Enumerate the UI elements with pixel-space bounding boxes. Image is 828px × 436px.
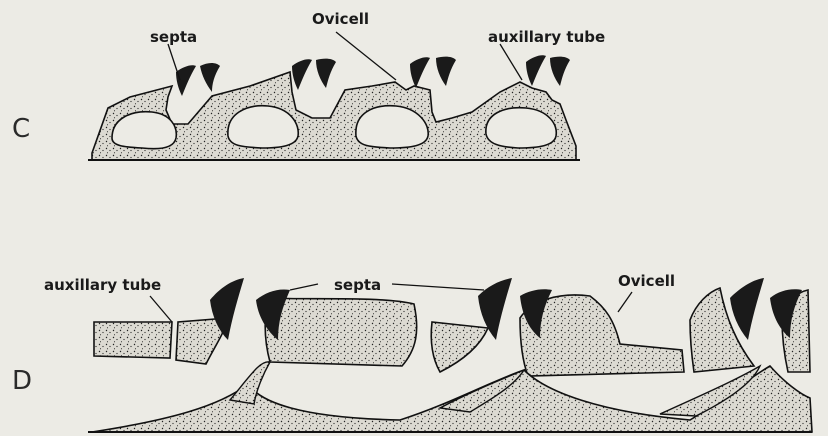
- panel-c-septum: [550, 57, 570, 86]
- leader-d-septa-left: [290, 284, 318, 290]
- panel-c-septum: [200, 63, 220, 92]
- panel-c-leaders: [168, 32, 522, 80]
- leader-d-auxillary-tube: [150, 296, 172, 322]
- leader-d-ovicell: [618, 292, 632, 312]
- panel-d-colony: [88, 278, 812, 432]
- annotation-d-septa: septa: [334, 276, 381, 294]
- leader-c-auxillary-tube: [500, 44, 522, 80]
- annotation-c-ovicell: Ovicell: [312, 10, 369, 28]
- panel-d-label: D: [12, 366, 32, 396]
- panel-c-septum: [292, 59, 312, 90]
- panel-d-block-1: [94, 322, 172, 358]
- panel-d-block-4: [431, 322, 488, 372]
- panel-c-septum: [316, 59, 336, 88]
- annotation-d-ovicell: Ovicell: [618, 272, 675, 290]
- panel-d-septum: [730, 278, 764, 340]
- panel-c-septum: [436, 57, 456, 86]
- leader-c-septa: [168, 44, 180, 80]
- panel-c-zooid-4: [486, 108, 556, 148]
- panel-c-septum: [176, 65, 196, 96]
- annotation-c-auxillary-tube: auxillary tube: [488, 28, 605, 46]
- panel-c-label: C: [12, 114, 30, 144]
- annotation-d-auxillary-tube: auxillary tube: [44, 276, 161, 294]
- panel-d-block-3: [265, 298, 416, 366]
- leader-d-septa-right: [392, 284, 484, 290]
- panel-c-septum: [526, 55, 546, 86]
- leader-c-ovicell: [336, 32, 396, 80]
- panel-c-septum: [410, 57, 430, 88]
- panel-c-colony: [88, 55, 580, 160]
- annotation-c-septa: septa: [150, 28, 197, 46]
